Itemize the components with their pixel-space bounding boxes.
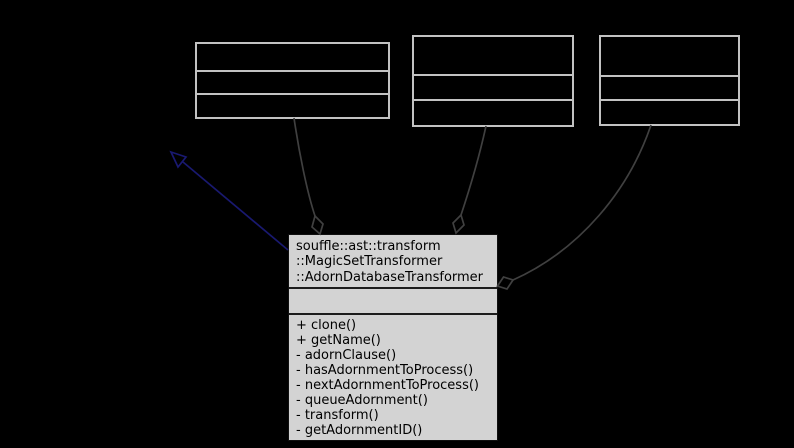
related-class-node-3[interactable] [599,35,740,126]
class-methods-compartment [601,99,738,124]
method-item: - adornClause() [296,348,397,364]
related-class-node-1[interactable] [195,42,390,119]
method-item: - getAdornmentID() [296,423,423,439]
method-item: + getName() [296,333,381,349]
class-title-line: ::AdornDatabaseTransformer [296,269,484,285]
class-methods-compartment: + clone() + getName() - adornClause() - … [289,313,497,441]
class-title: souffle::ast::transform ::MagicSetTransf… [289,235,497,287]
aggregation-diamond-icon [496,275,515,291]
method-item: - transform() [296,408,379,424]
inheritance-edge [182,161,289,251]
class-methods-compartment [197,93,388,117]
method-item: - hasAdornmentToProcess() [296,363,474,379]
class-attributes-compartment [197,70,388,93]
aggregation-diamond-icon [311,214,324,236]
inheritance-arrowhead-icon [169,150,188,169]
class-title-compartment [414,37,572,74]
main-class-node: souffle::ast::transform ::MagicSetTransf… [288,234,498,441]
aggregation-edge-3 [512,124,652,281]
class-methods-compartment [414,99,572,125]
method-item: + clone() [296,318,357,334]
class-attributes-compartment [601,75,738,99]
class-attributes-compartment [289,287,497,313]
class-title-compartment [197,44,388,70]
related-class-node-2[interactable] [412,35,574,127]
class-title-line: ::MagicSetTransformer [296,254,443,270]
aggregation-diamond-icon [452,213,465,235]
class-attributes-compartment [414,74,572,99]
class-title-line: souffle::ast::transform [296,239,441,254]
class-title-compartment [601,37,738,75]
method-item: - queueAdornment() [296,393,428,409]
aggregation-edge-2 [460,125,487,216]
method-item: - nextAdornmentToProcess() [296,378,479,394]
aggregation-edge-1 [293,117,316,217]
